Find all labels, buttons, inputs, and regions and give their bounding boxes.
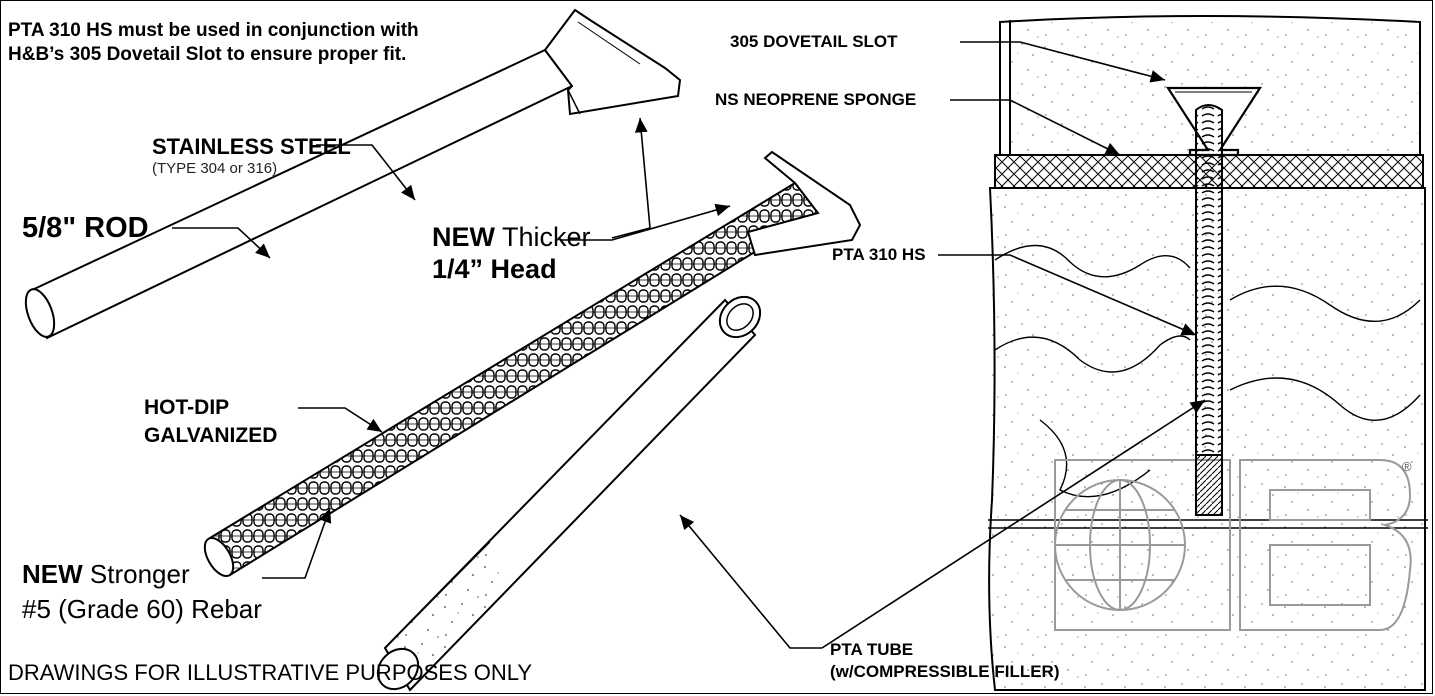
dovetail-slot-label: 305 DOVETAIL SLOT — [730, 32, 898, 51]
new-head-label: NEW Thicker — [432, 222, 591, 253]
rod-label: 5/8" ROD — [22, 212, 149, 244]
pta-tube-label: PTA TUBE — [830, 640, 914, 659]
section-view — [988, 15, 1428, 691]
stainless-rod — [24, 8, 682, 340]
fit-note-line1: PTA 310 HS must be used in conjunction w… — [8, 20, 419, 41]
rebar — [203, 150, 862, 577]
neoprene-sponge-label: NS NEOPRENE SPONGE — [715, 90, 917, 109]
registered-mark: ® — [1402, 459, 1412, 474]
rebar-spec-label: #5 (Grade 60) Rebar — [22, 594, 262, 624]
new-head-rest: Thicker — [495, 222, 591, 252]
rebar-rest: Stronger — [82, 559, 190, 589]
rebar-new: NEW — [22, 559, 83, 589]
pta-tube — [376, 295, 762, 692]
pta-310-hs-label: PTA 310 HS — [832, 245, 926, 264]
head-size-label: 1/4” Head — [432, 254, 557, 284]
fit-note-line2: H&B’s 305 Dovetail Slot to ensure proper… — [8, 44, 407, 65]
filler-label: (w/COMPRESSIBLE FILLER) — [830, 662, 1060, 681]
leader-lines — [172, 41, 1206, 649]
galvanized-label: GALVANIZED — [144, 424, 278, 447]
stainless-type-label: (TYPE 304 or 316) — [152, 160, 278, 177]
new-head-new: NEW — [432, 222, 495, 252]
rebar-new-label: NEW Stronger — [22, 559, 190, 590]
stainless-steel-label: STAINLESS STEEL — [152, 134, 351, 159]
hot-dip-label: HOT-DIP — [144, 396, 230, 419]
disclaimer: DRAWINGS FOR ILLUSTRATIVE PURPOSES ONLY — [8, 660, 533, 685]
